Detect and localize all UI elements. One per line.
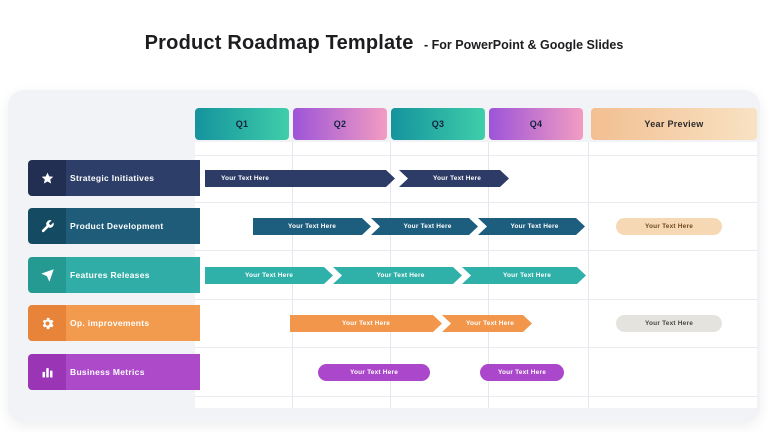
roadmap-bar[interactable]: Your Text Here: [442, 315, 532, 332]
slide-title: Product Roadmap Template - For PowerPoin…: [0, 32, 768, 55]
roadmap-bar[interactable]: Your Text Here: [399, 170, 509, 187]
column-header-q3[interactable]: Q3: [391, 108, 485, 140]
page-title: Product Roadmap Template: [144, 32, 414, 54]
gridline: [588, 142, 589, 408]
roadmap-bar[interactable]: Your Text Here: [333, 267, 462, 284]
roadmap-bar[interactable]: Your Text Here: [478, 218, 585, 235]
roadmap-bar[interactable]: Your Text Here: [616, 315, 722, 332]
wrench-icon: [28, 208, 66, 244]
roadmap-bar[interactable]: Your Text Here: [205, 267, 333, 284]
gridline: [195, 299, 757, 300]
column-header-year-preview[interactable]: Year Preview: [591, 108, 757, 140]
column-header-q4[interactable]: Q4: [489, 108, 583, 140]
bar-chart-icon: [28, 354, 66, 390]
gridline: [195, 250, 757, 251]
row-label-business-metrics[interactable]: Business Metrics: [66, 354, 200, 390]
gridline: [195, 155, 757, 156]
page-title-suffix: - For PowerPoint & Google Slides: [424, 38, 624, 52]
row-label-features-releases[interactable]: Features Releases: [66, 257, 200, 293]
roadmap-bar[interactable]: Your Text Here: [318, 364, 430, 381]
gear-icon: [28, 305, 66, 341]
roadmap-bar[interactable]: Your Text Here: [205, 170, 395, 187]
roadmap-bar[interactable]: Your Text Here: [371, 218, 478, 235]
roadmap-bar[interactable]: Your Text Here: [462, 267, 586, 284]
roadmap-bar[interactable]: Your Text Here: [253, 218, 371, 235]
gridline: [195, 202, 757, 203]
row-label-product-development[interactable]: Product Development: [66, 208, 200, 244]
roadmap-bar[interactable]: Your Text Here: [616, 218, 722, 235]
gridline: [195, 396, 757, 397]
rocket-icon: [28, 257, 66, 293]
star-icon: [28, 160, 66, 196]
column-header-q1[interactable]: Q1: [195, 108, 289, 140]
row-label-strategic-initiatives[interactable]: Strategic Initiatives: [66, 160, 200, 196]
column-header-q2[interactable]: Q2: [293, 108, 387, 140]
gridline: [195, 347, 757, 348]
roadmap-bar[interactable]: Your Text Here: [480, 364, 564, 381]
roadmap-bar[interactable]: Your Text Here: [290, 315, 442, 332]
row-label-op-improvements[interactable]: Op. improvements: [66, 305, 200, 341]
